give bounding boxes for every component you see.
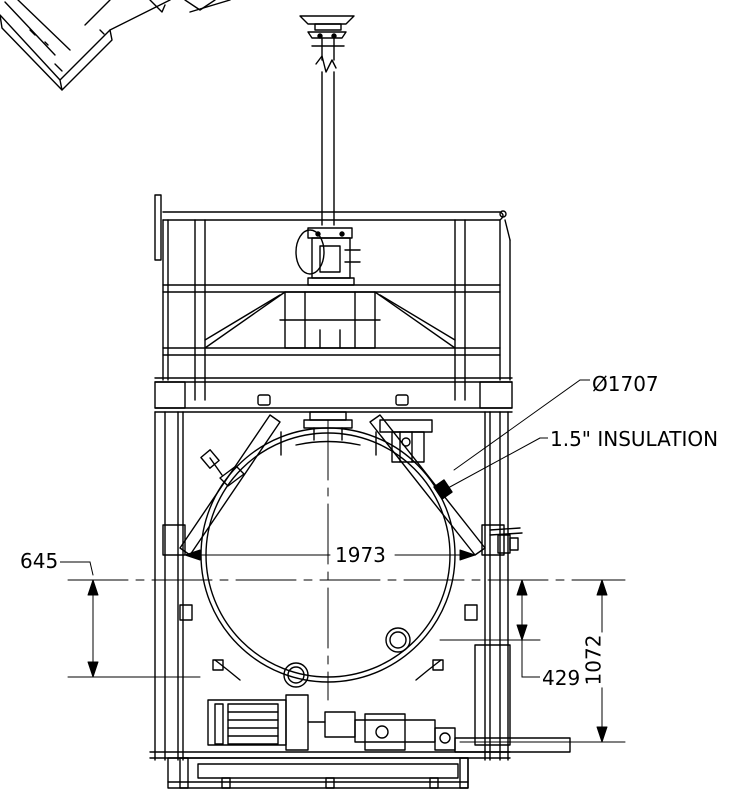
dimension-lines [60, 380, 625, 742]
vent-cap [300, 16, 354, 225]
frame-columns [155, 412, 510, 760]
diagonal-braces [180, 415, 485, 555]
dimension-1072-label: 1072 [581, 632, 606, 688]
pump-motor [208, 695, 570, 752]
dimension-645-label: 645 [18, 549, 61, 573]
base-skid [150, 752, 510, 788]
dimension-429-label: 429 [540, 666, 583, 690]
top-fan-unit [296, 228, 360, 285]
insulation-label: 1.5" INSULATION [548, 427, 721, 451]
side-valve [490, 528, 522, 553]
dimension-1973-label: 1973 [333, 543, 388, 567]
top-platform [155, 195, 512, 412]
iso-frame-fragment [0, 0, 230, 90]
diameter-label: Ø1707 [590, 372, 661, 396]
